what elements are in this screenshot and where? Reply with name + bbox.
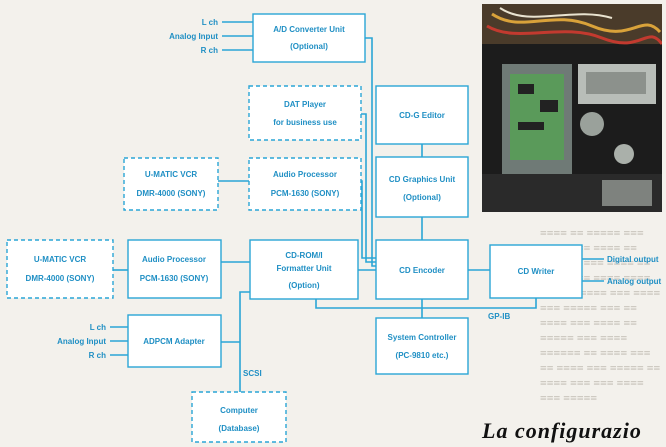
block-umatic-vcr-upper-line1: U-MATIC VCR	[145, 170, 198, 179]
label-ad-analog-input: Analog Input	[169, 32, 218, 41]
block-audio-processor-upper-line2: PCM-1630 (SONY)	[271, 189, 340, 198]
block-cdg-editor-line1: CD-G Editor	[399, 111, 445, 120]
label-analog-output: Analog output	[607, 277, 662, 286]
label-ad-r-ch: R ch	[201, 46, 218, 55]
block-computer-line1: Computer	[220, 406, 258, 415]
block-audio-processor-lower: Audio Processor PCM-1630 (SONY)	[128, 240, 221, 298]
block-system-controller: System Controller (PC-9810 etc.)	[376, 318, 468, 374]
block-ad-converter-line2: (Optional)	[290, 42, 328, 51]
block-cd-writer: CD Writer	[490, 245, 582, 298]
block-cd-graphics-unit: CD Graphics Unit (Optional)	[376, 157, 468, 217]
block-umatic-vcr-upper: U-MATIC VCR DMR-4000 (SONY)	[124, 158, 218, 210]
block-cdg-editor: CD-G Editor	[376, 86, 468, 144]
block-audio-processor-upper-line1: Audio Processor	[273, 170, 337, 179]
block-cdrom-formatter: CD-ROM/I Formatter Unit (Option)	[250, 240, 358, 299]
block-system-controller-line2: (PC-9810 etc.)	[396, 351, 449, 360]
block-dat-player: DAT Player for business use	[249, 86, 361, 140]
block-cdrom-formatter-line1: CD-ROM/I	[285, 251, 322, 260]
label-digital-output: Digital output	[607, 255, 659, 264]
block-cd-writer-line1: CD Writer	[518, 267, 555, 276]
block-cd-encoder: CD Encoder	[376, 240, 468, 299]
block-cd-graphics-unit-line2: (Optional)	[403, 193, 441, 202]
page-caption: La configurazio	[482, 418, 642, 444]
block-computer: Computer (Database)	[192, 392, 286, 442]
block-adpcm-adapter-line1: ADPCM Adapter	[143, 337, 204, 346]
block-cd-graphics-unit-line1: CD Graphics Unit	[389, 175, 456, 184]
block-system-controller-line1: System Controller	[388, 333, 457, 342]
block-audio-processor-lower-line2: PCM-1630 (SONY)	[140, 274, 209, 283]
label-scsi: SCSI	[243, 369, 262, 378]
label-gp-ib: GP-IB	[488, 312, 510, 321]
label-adpcm-analog-input: Analog Input	[57, 337, 106, 346]
block-computer-line2: (Database)	[219, 424, 260, 433]
label-adpcm-r-ch: R ch	[89, 351, 106, 360]
block-cdrom-formatter-line3: (Option)	[288, 281, 319, 290]
label-adpcm-l-ch: L ch	[90, 323, 106, 332]
block-umatic-vcr-lower-line2: DMR-4000 (SONY)	[26, 274, 95, 283]
block-adpcm-adapter: ADPCM Adapter	[128, 315, 221, 367]
block-umatic-vcr-upper-line2: DMR-4000 (SONY)	[137, 189, 206, 198]
block-ad-converter: A/D Converter Unit (Optional)	[253, 14, 365, 62]
block-dat-player-line2: for business use	[273, 118, 337, 127]
label-ad-l-ch: L ch	[202, 18, 218, 27]
block-umatic-vcr-lower-line1: U-MATIC VCR	[34, 255, 87, 264]
block-cdrom-formatter-line2: Formatter Unit	[276, 264, 331, 273]
block-audio-processor-upper: Audio Processor PCM-1630 (SONY)	[249, 158, 361, 210]
block-dat-player-line1: DAT Player	[284, 100, 326, 109]
block-umatic-vcr-lower: U-MATIC VCR DMR-4000 (SONY)	[7, 240, 113, 298]
block-cd-encoder-line1: CD Encoder	[399, 266, 445, 275]
block-audio-processor-lower-line1: Audio Processor	[142, 255, 206, 264]
cd-writer-internals-photo	[482, 4, 662, 212]
block-ad-converter-line1: A/D Converter Unit	[273, 25, 345, 34]
